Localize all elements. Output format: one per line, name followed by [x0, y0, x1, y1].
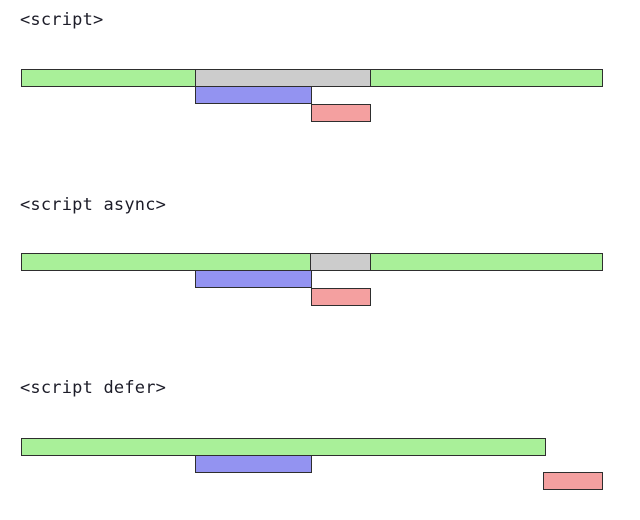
- bar-script-execution: [311, 104, 371, 122]
- bar-parser-paused: [195, 69, 371, 87]
- bar-html-parsing: [21, 253, 311, 271]
- section-script-label: <script>: [20, 10, 104, 30]
- section-script-async-label: <script async>: [20, 195, 167, 215]
- bar-parser-paused: [310, 253, 371, 271]
- bar-html-parsing: [21, 69, 196, 87]
- bar-script-execution: [543, 472, 603, 490]
- bar-script-download: [195, 270, 312, 288]
- bar-html-parsing: [21, 438, 546, 456]
- bar-script-download: [195, 86, 312, 104]
- bar-script-download: [195, 455, 312, 473]
- bar-html-parsing: [370, 253, 603, 271]
- bar-script-execution: [311, 288, 371, 306]
- bar-html-parsing: [370, 69, 603, 87]
- section-script-defer-label: <script defer>: [20, 378, 167, 398]
